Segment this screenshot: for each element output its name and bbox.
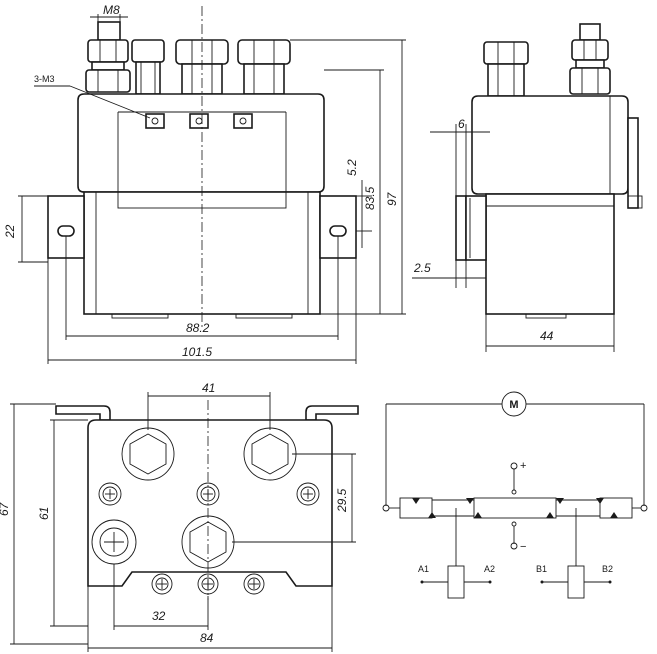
- dim-22: 22: [3, 224, 17, 239]
- minus-label: −: [520, 541, 526, 553]
- dim-41: 41: [202, 381, 215, 395]
- motor-symbol: [501, 391, 527, 417]
- dim-88-2: 88.2: [186, 321, 210, 335]
- label-3-m3: 3-M3: [34, 74, 55, 84]
- coil-b: [567, 565, 585, 599]
- front-view: M8 3-M3 22 5.2 83.5 97 88.2 101: [3, 3, 406, 364]
- dim-83-5: 83.5: [363, 186, 377, 210]
- dim-101-5: 101.5: [182, 345, 212, 359]
- front-stud-4: [237, 39, 291, 95]
- dim-6: 6: [458, 117, 465, 131]
- dim-32: 32: [152, 609, 166, 623]
- coil-a: [447, 565, 465, 599]
- dim-61: 61: [37, 507, 51, 520]
- bottom-view: 41 29.5 67 61 32 84: [0, 381, 359, 652]
- wiring-schematic: M + −: [382, 391, 648, 599]
- dim-44: 44: [540, 329, 554, 343]
- dim-2-5: 2.5: [413, 261, 431, 275]
- front-stud-left: [85, 21, 131, 93]
- coil-a1-label: A1: [418, 564, 429, 574]
- coil-b1-label: B1: [536, 564, 547, 574]
- plus-label: +: [520, 460, 526, 472]
- front-cap: [77, 93, 325, 193]
- dim-84: 84: [200, 631, 214, 645]
- dim-5-2: 5.2: [345, 159, 359, 176]
- coil-b2-label: B2: [602, 564, 613, 574]
- bottom-screws: [98, 482, 320, 595]
- coil-a2-label: A2: [484, 564, 495, 574]
- motor-label: M: [509, 399, 518, 411]
- dim-67: 67: [0, 501, 11, 516]
- dim-97: 97: [385, 191, 399, 206]
- dim-m8: M8: [103, 3, 120, 17]
- front-stud-2: [131, 39, 165, 95]
- small-terminals: [145, 113, 253, 129]
- side-view: 6 2.5 44: [412, 23, 643, 352]
- dim-29-5: 29.5: [335, 488, 349, 513]
